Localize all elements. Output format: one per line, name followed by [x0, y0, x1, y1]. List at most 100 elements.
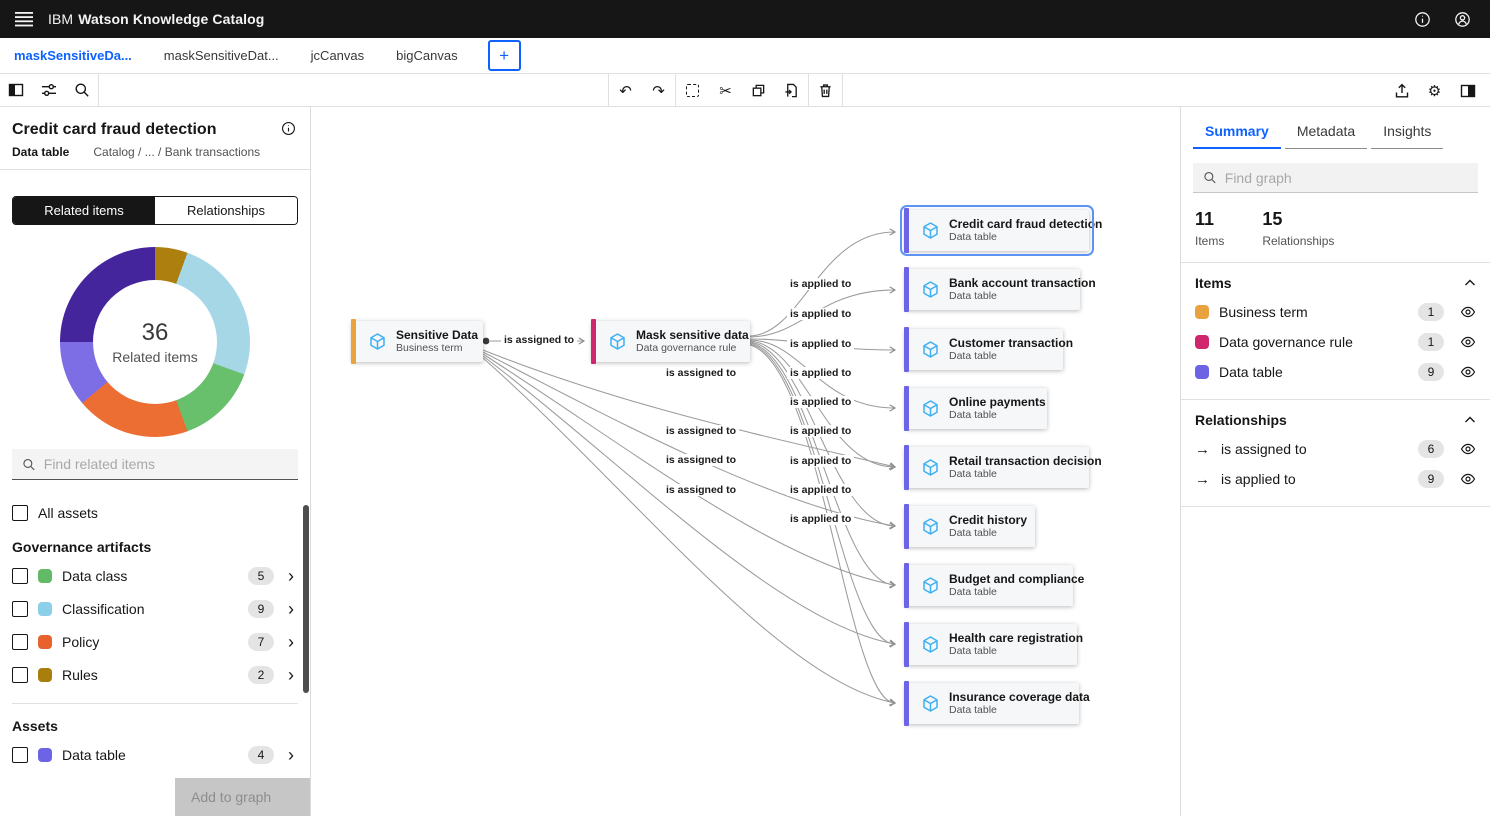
collapse-relationships-icon[interactable] [1464, 415, 1476, 425]
asset-info-icon[interactable] [281, 121, 296, 141]
relationships-stat-label: Relationships [1262, 234, 1335, 248]
visibility-eye-icon[interactable] [1460, 304, 1476, 320]
item-label: Data governance rule [1219, 334, 1353, 350]
relationship-is-applied-to[interactable]: → is applied to 9 [1195, 464, 1476, 494]
toggle-right-panel-icon[interactable] [1451, 74, 1484, 107]
node-color-bar [904, 681, 909, 726]
chevron-right-icon[interactable]: › [288, 744, 294, 765]
classification-checkbox[interactable] [12, 600, 28, 617]
row-label: Rules [62, 666, 98, 683]
toggle-left-panel-icon[interactable] [0, 74, 33, 107]
node-title: Budget and compliance [949, 572, 1085, 586]
add-tab-button[interactable]: + [487, 40, 521, 71]
data-class-swatch [38, 568, 52, 583]
asset-title: Credit card fraud detection [12, 121, 217, 138]
collapse-items-icon[interactable] [1464, 278, 1476, 288]
cube-icon [608, 332, 627, 351]
policy-checkbox[interactable] [12, 633, 28, 650]
delete-icon[interactable] [809, 74, 842, 107]
relationships-section: Relationships → is assigned to 6 → is ap… [1181, 400, 1490, 506]
item-data-governance-rule[interactable]: Data governance rule 1 [1195, 327, 1476, 357]
visibility-eye-icon[interactable] [1460, 334, 1476, 350]
cube-icon [921, 635, 940, 654]
marquee-select-icon[interactable] [676, 74, 709, 107]
chevron-right-icon[interactable]: › [288, 664, 294, 685]
find-related-items-search [12, 449, 298, 480]
brand-name: IBM [48, 11, 74, 27]
left-panel-scrollbar[interactable] [303, 505, 309, 693]
add-to-graph-button[interactable]: Add to graph [175, 778, 310, 816]
chevron-right-icon[interactable]: › [288, 565, 294, 586]
related-items-panel: Credit card fraud detection Data table C… [0, 107, 311, 816]
item-data-table[interactable]: Data table 9 [1195, 357, 1476, 387]
relationship-is-assigned-to[interactable]: → is assigned to 6 [1195, 434, 1476, 464]
summary-panel-tabs: Summary Metadata Insights [1181, 107, 1490, 149]
visibility-eye-icon[interactable] [1460, 471, 1476, 487]
node-title: Credit card fraud detection [949, 217, 1103, 231]
all-assets-row[interactable]: All assets [12, 496, 298, 529]
settings-adjust-icon[interactable] [33, 74, 66, 107]
row-policy[interactable]: Policy 7 › [12, 625, 298, 658]
tab-masksensitiveda-1[interactable]: maskSensitiveDa... [14, 48, 132, 63]
tab-masksensitivedat-2[interactable]: maskSensitiveDat... [163, 48, 279, 63]
find-related-items-input[interactable] [43, 456, 288, 472]
find-graph-input[interactable] [1224, 169, 1468, 186]
node-color-bar [904, 327, 909, 372]
node-subtitle: Data table [949, 704, 997, 716]
user-avatar-icon[interactable] [1446, 3, 1478, 35]
tab-bigcanvas[interactable]: bigCanvas [396, 48, 458, 63]
cube-icon [921, 576, 940, 595]
chevron-right-icon[interactable]: › [288, 631, 294, 652]
item-business-term[interactable]: Business term 1 [1195, 297, 1476, 327]
related-items-toggle[interactable]: Related items [13, 197, 155, 224]
row-rules[interactable]: Rules 2 › [12, 658, 298, 691]
tab-metadata[interactable]: Metadata [1284, 123, 1368, 149]
data-class-checkbox[interactable] [12, 567, 28, 584]
copy-icon[interactable] [742, 74, 775, 107]
classification-swatch [38, 601, 52, 616]
paste-icon[interactable] [775, 74, 808, 107]
find-graph-search [1193, 163, 1478, 193]
visibility-eye-icon[interactable] [1460, 441, 1476, 457]
row-data-class[interactable]: Data class 5 › [12, 559, 298, 592]
info-icon[interactable] [1406, 3, 1438, 35]
chevron-right-icon[interactable]: › [288, 598, 294, 619]
edge-label-assigned: is assigned to [663, 454, 740, 466]
visibility-eye-icon[interactable] [1460, 364, 1476, 380]
export-icon[interactable] [1385, 74, 1418, 107]
count-badge: 9 [1418, 363, 1444, 381]
row-classification[interactable]: Classification 9 › [12, 592, 298, 625]
undo-icon[interactable]: ↶ [619, 82, 632, 100]
node-subtitle: Data table [949, 645, 997, 657]
data-table-checkbox[interactable] [12, 746, 28, 763]
count-badge: 9 [248, 599, 274, 618]
search-icon[interactable] [65, 74, 98, 107]
menu-icon[interactable] [0, 0, 48, 38]
redo-icon[interactable]: ↷ [652, 82, 665, 100]
tab-summary[interactable]: Summary [1193, 123, 1281, 149]
all-assets-checkbox[interactable] [12, 504, 28, 521]
tab-insights[interactable]: Insights [1371, 123, 1444, 149]
gear-icon[interactable]: ⚙ [1427, 82, 1442, 100]
product-name: Watson Knowledge Catalog [78, 11, 265, 27]
graph-canvas[interactable]: is assigned to is assigned to is assigne… [311, 107, 1180, 816]
relationships-toggle[interactable]: Relationships [155, 197, 297, 224]
summary-panel: Summary Metadata Insights 11 Items 15 Re… [1180, 107, 1490, 816]
row-data-table[interactable]: Data table 4 › [12, 738, 298, 771]
count-badge: 5 [248, 566, 274, 585]
cut-icon[interactable]: ✂ [719, 82, 732, 100]
tab-jccanvas[interactable]: jcCanvas [310, 48, 365, 63]
rules-checkbox[interactable] [12, 666, 28, 683]
